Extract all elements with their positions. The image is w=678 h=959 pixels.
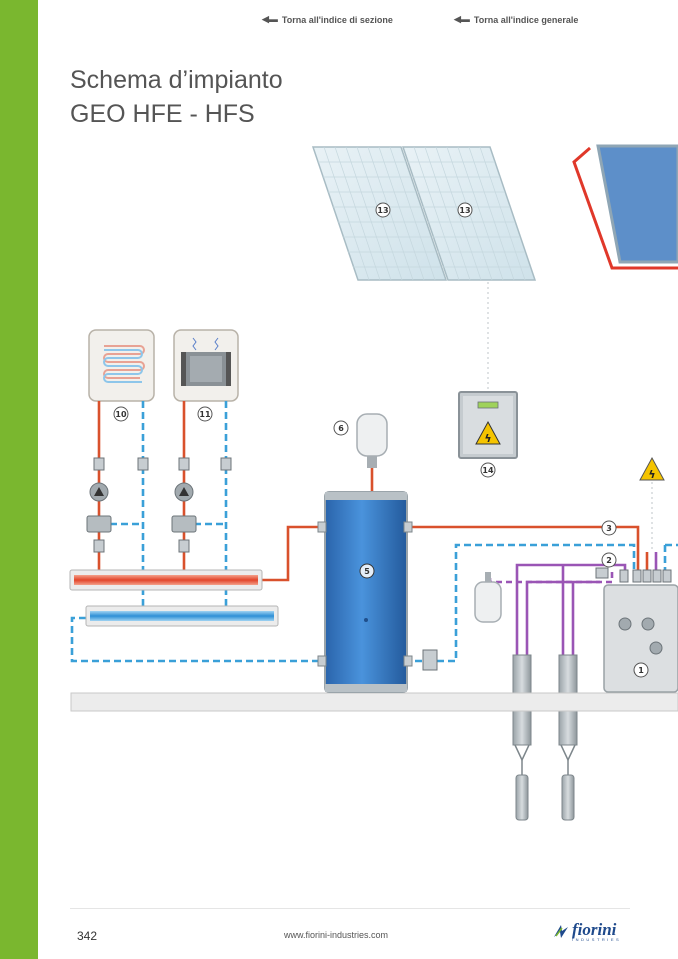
logo-text: fiorini [572,920,617,939]
logo-subtext: INDUSTRIES [572,937,622,942]
label-13b-text: 13 [459,206,470,215]
geothermal-probe-right [558,654,578,821]
label-2: 2 [601,552,617,568]
footer-website-link[interactable]: www.fiorini-industries.com [284,930,389,940]
expansion-vessel [356,413,388,468]
label-10: 10 [113,406,129,422]
nav-general-index-link[interactable]: ◀▬ Torna all'indice generale [454,14,578,25]
nav-section-index-link[interactable]: ◀▬ Torna all'indice di sezione [262,14,393,25]
label-1-text: 1 [638,666,644,675]
label-14: 14 [480,462,496,478]
inverter: ϟ [458,391,518,459]
company-logo: fiorini INDUSTRIES [552,920,622,942]
side-color-band [0,0,38,959]
geothermal-probe-left [512,654,532,821]
label-5-text: 5 [364,567,370,576]
cold-return-pipes [70,401,678,663]
radiant-floor-terminal [88,329,155,402]
label-11: 11 [197,406,213,422]
pump-group-right [171,457,232,553]
label-2-text: 2 [606,556,612,565]
pump-group-left [86,457,149,553]
page-title-line1: Schema d’impianto [70,66,283,94]
storage-tank [317,491,413,693]
nav-general-label: Torna all'indice generale [473,14,579,25]
page-title-line2: GEO HFE - HFS [70,100,255,128]
electrical-warning-sign: ϟ [639,456,665,552]
footer-divider [70,908,630,909]
label-10-text: 10 [115,410,127,419]
expansion-vessel-small [474,572,502,623]
label-3-text: 3 [606,524,612,533]
label-6-text: 6 [338,424,344,433]
label-6: 6 [333,420,349,436]
svg-text:ϟ: ϟ [648,468,655,481]
floor-slab [70,692,678,712]
fan-coil-terminal [173,329,239,402]
back-arrow-icon: ◀▬ [262,14,278,24]
label-13a: 13 [375,202,391,218]
label-11-text: 11 [199,410,211,419]
label-5: 5 [359,563,375,579]
page-number: 342 [77,929,98,943]
svg-text:ϟ: ϟ [484,432,491,445]
ground-loop-return [488,572,614,584]
label-3: 3 [601,520,617,536]
cold-manifold [85,605,279,627]
label-1: 1 [633,662,649,678]
solar-thermal-collector [572,144,678,270]
nav-section-label: Torna all'indice di sezione [281,14,393,25]
label-14-text: 14 [482,466,494,475]
heat-pump [603,569,678,693]
back-arrow-icon: ◀▬ [454,14,470,24]
hot-manifold [69,569,263,591]
label-13a-text: 13 [377,206,388,215]
label-13b: 13 [457,202,473,218]
valves [422,567,609,671]
logo-mark-icon [554,925,568,938]
